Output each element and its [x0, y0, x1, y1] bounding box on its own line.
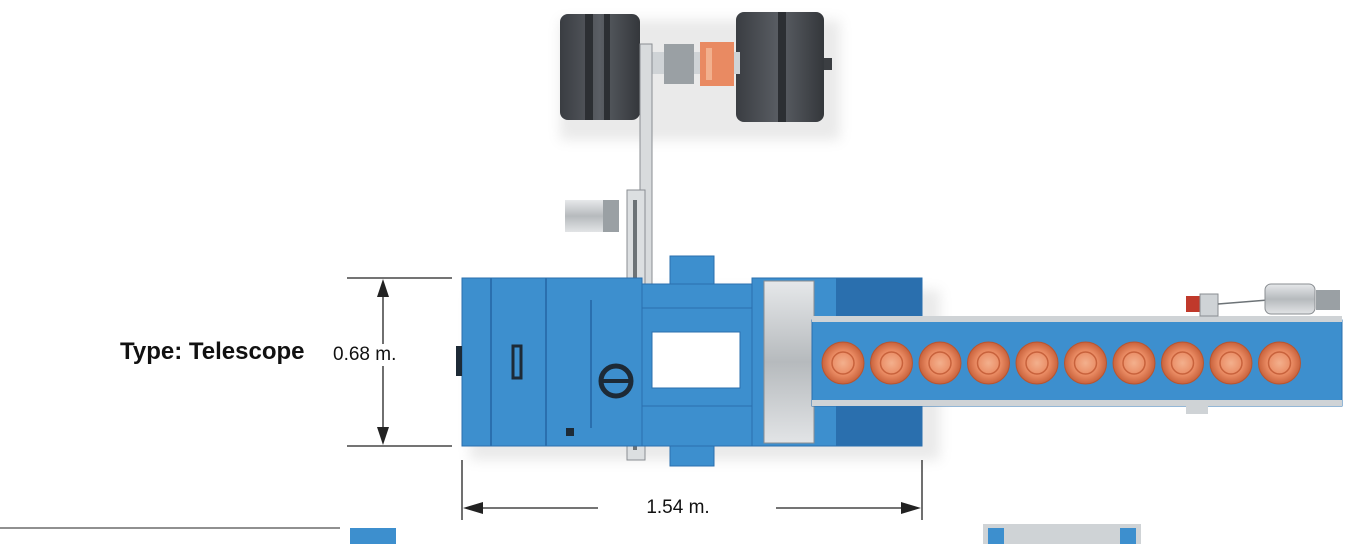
- roller-hub: [1267, 351, 1292, 375]
- height-dimension-label: 0.68 m.: [331, 344, 399, 366]
- rollers: [821, 341, 1301, 385]
- roller-hub: [1025, 351, 1049, 375]
- roller: [967, 341, 1010, 385]
- bottom-parts: [0, 524, 1141, 544]
- roller: [1258, 341, 1301, 385]
- roller-hub: [1122, 351, 1146, 375]
- roller-hub: [1219, 351, 1243, 375]
- roller-hub: [1170, 351, 1195, 375]
- width-dimension-label: 1.54 m.: [598, 497, 758, 519]
- roller-hub: [1073, 351, 1098, 375]
- left-drum: [560, 14, 640, 120]
- roller: [1161, 341, 1204, 385]
- end-motor: [1186, 283, 1340, 414]
- roller: [1112, 341, 1156, 385]
- roller-hub: [976, 351, 1001, 375]
- roller: [918, 341, 962, 385]
- roller-hub: [831, 351, 855, 375]
- drum-assembly: [560, 12, 832, 122]
- conveyor: [811, 316, 1343, 407]
- machine-type-label: Type: Telescope: [120, 338, 305, 365]
- roller: [1015, 341, 1059, 385]
- roller: [1209, 341, 1253, 385]
- roller: [821, 341, 865, 385]
- roller-hub: [928, 351, 952, 375]
- roller-hub: [879, 351, 904, 375]
- steel-plate: [763, 280, 815, 444]
- main-frame: [456, 255, 923, 467]
- width-dimension: [461, 460, 923, 520]
- roller: [870, 341, 913, 385]
- roller: [1064, 341, 1107, 385]
